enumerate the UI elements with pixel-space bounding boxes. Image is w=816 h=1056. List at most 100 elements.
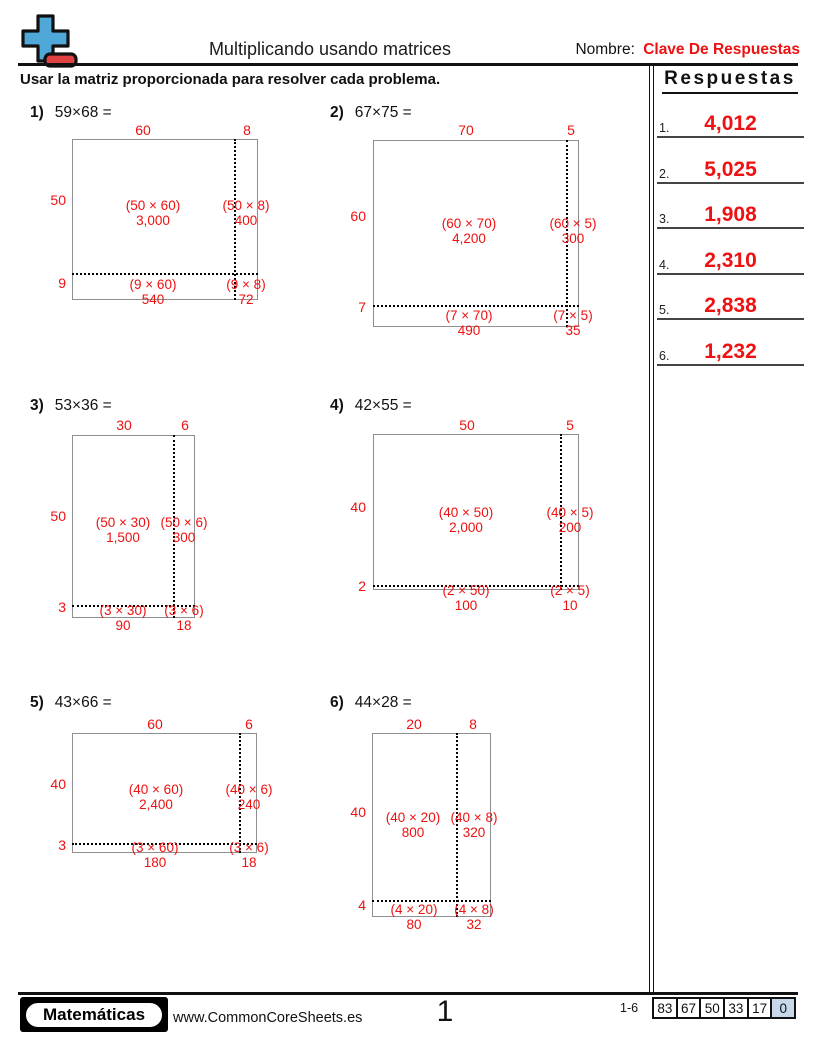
instructions: Usar la matriz proporcionada para resolv…: [20, 71, 441, 88]
horizontal-split-line: [372, 900, 491, 902]
area-model-box: [72, 733, 257, 853]
name-line: Nombre: Clave De Respuestas: [450, 41, 800, 59]
answer-row-6: 6. 1,232: [657, 336, 804, 366]
answer-value: 5,025: [704, 158, 757, 181]
left-label-ones: 3: [58, 837, 66, 853]
cell-main: (50 × 60) 3,000: [125, 198, 181, 228]
plus-minus-logo: [18, 12, 80, 70]
top-label-tens: 70: [458, 122, 474, 138]
answer-value: 2,838: [704, 294, 757, 317]
area-model-box: [373, 434, 579, 590]
top-label-tens: 50: [459, 417, 475, 433]
top-label-tens: 20: [406, 716, 422, 732]
answer-row-2: 2. 5,025: [657, 154, 804, 184]
cell-main: (40 × 20) 800: [385, 810, 441, 840]
left-label-tens: 40: [350, 804, 366, 820]
left-label-tens: 50: [50, 508, 66, 524]
area-model-box: [72, 435, 195, 618]
left-label-tens: 60: [350, 208, 366, 224]
answer-number: 1.: [659, 121, 670, 135]
vertical-split-line: [566, 140, 568, 327]
vertical-split-line: [239, 733, 241, 853]
footer-rule: [18, 992, 798, 995]
problem-expression: 53×36 =: [54, 397, 112, 414]
problem-number: 4): [330, 397, 344, 414]
plus-icon: [21, 14, 78, 68]
site-link[interactable]: www.CommonCoreSheets.es: [173, 1010, 363, 1026]
answer-number: 4.: [659, 258, 670, 272]
top-label-ones: 6: [181, 417, 189, 433]
cell-main: (40 × 60) 2,400: [128, 782, 184, 812]
answer-number: 6.: [659, 349, 670, 363]
cell-bottom: (3 × 60) 180: [131, 840, 179, 870]
answer-row-3: 3. 1,908: [657, 199, 804, 229]
cell-corner: (9 × 8) 72: [226, 277, 266, 307]
name-label: Nombre:: [575, 41, 635, 58]
area-model-box: [373, 140, 579, 327]
horizontal-split-line: [72, 605, 195, 607]
score-cell: 33: [723, 997, 749, 1019]
horizontal-split-line: [373, 585, 579, 587]
score-range-label: 1-6: [620, 1001, 639, 1015]
horizontal-split-line: [72, 843, 257, 845]
top-label-ones: 6: [245, 716, 253, 732]
answer-number: 5.: [659, 303, 670, 317]
left-label-tens: 50: [50, 192, 66, 208]
problem-expression: 43×66 =: [54, 694, 112, 711]
answer-value: 1,908: [704, 203, 757, 226]
left-label-ones: 7: [358, 299, 366, 315]
answer-value: 1,232: [704, 340, 757, 363]
top-label-tens: 30: [116, 417, 132, 433]
vertical-split-line: [560, 434, 562, 590]
answer-value: 4,012: [704, 112, 757, 135]
score-cell: 83: [652, 997, 678, 1019]
page-number: 1: [436, 995, 454, 1028]
page-title: Multiplicando usando matrices: [208, 39, 452, 59]
problem-expression: 44×28 =: [354, 694, 412, 711]
cell-right: (50 × 6) 300: [160, 515, 208, 545]
answer-row-4: 4. 2,310: [657, 245, 804, 275]
problem-number: 3): [30, 397, 44, 414]
answer-number: 3.: [659, 212, 670, 226]
cell-right: (50 × 8) 400: [222, 198, 270, 228]
problem-number: 5): [30, 694, 44, 711]
left-label-ones: 2: [358, 578, 366, 594]
top-label-tens: 60: [135, 122, 151, 138]
cell-corner: (2 × 5) 10: [550, 583, 590, 613]
header-rule: [18, 63, 798, 66]
left-label-ones: 3: [58, 599, 66, 615]
horizontal-split-line: [72, 273, 258, 275]
left-label-tens: 40: [350, 499, 366, 515]
top-label-ones: 8: [469, 716, 477, 732]
top-label-tens: 60: [147, 716, 163, 732]
score-cell: 17: [746, 997, 773, 1019]
score-cell-highlighted: 0: [770, 997, 797, 1019]
answers-title: Respuestas: [662, 68, 798, 94]
cell-bottom: (4 × 20) 80: [390, 902, 438, 932]
vertical-split-line: [234, 139, 236, 300]
cell-bottom: (9 × 60) 540: [129, 277, 177, 307]
score-cell: 50: [699, 997, 726, 1019]
cell-corner: (7 × 5) 35: [553, 308, 593, 338]
cell-right: (60 × 5) 300: [549, 216, 597, 246]
answers-header: Respuestas: [655, 68, 805, 94]
left-label-ones: 9: [58, 275, 66, 291]
score-strip: 83 67 50 33 17 0: [652, 997, 797, 1019]
area-model-box: [372, 733, 491, 917]
left-label-ones: 4: [358, 897, 366, 913]
cell-corner: (4 × 8) 32: [454, 902, 494, 932]
top-label-ones: 8: [243, 122, 251, 138]
cell-bottom: (2 × 50) 100: [442, 583, 490, 613]
cell-main: (40 × 50) 2,000: [438, 505, 494, 535]
score-cell: 67: [675, 997, 702, 1019]
answer-row-1: 1. 4,012: [657, 108, 804, 138]
answer-number: 2.: [659, 167, 670, 181]
top-label-ones: 5: [566, 417, 574, 433]
cell-bottom: (3 × 30) 90: [99, 603, 147, 633]
problem-number: 6): [330, 694, 344, 711]
name-value: Clave De Respuestas: [643, 41, 800, 58]
brand-logo: Matemáticas: [20, 997, 168, 1032]
answer-value: 2,310: [704, 249, 757, 272]
left-label-tens: 40: [50, 776, 66, 792]
cell-right: (40 × 6) 240: [225, 782, 273, 812]
